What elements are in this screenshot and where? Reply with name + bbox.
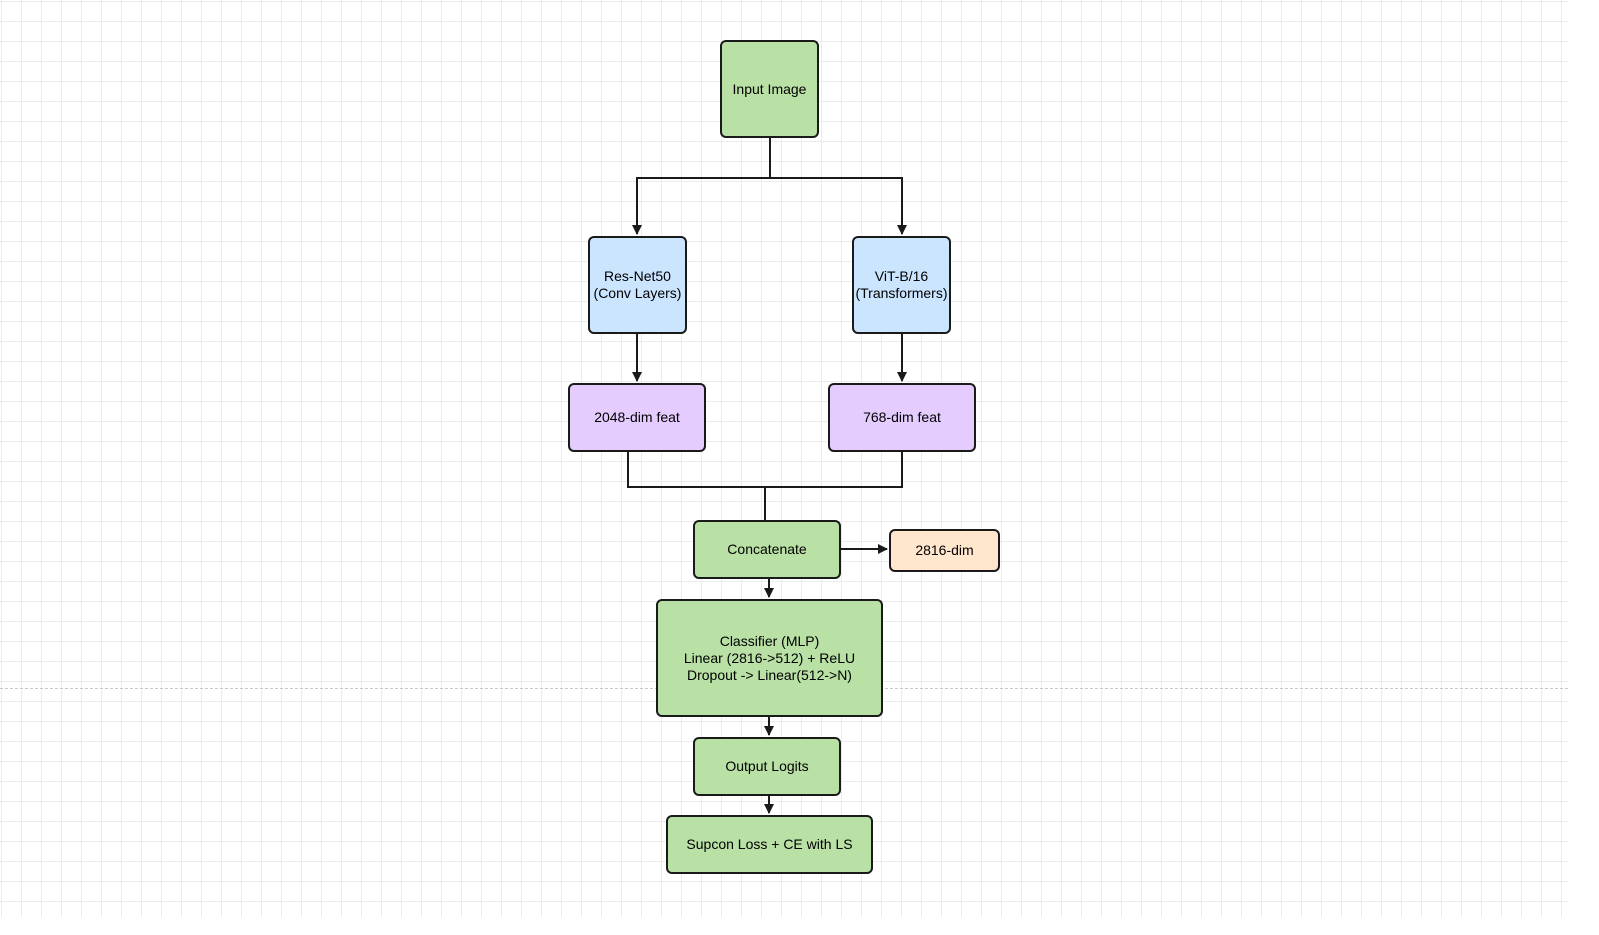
edge-feat768-to-concat[interactable]	[765, 452, 903, 488]
node-2048-dim-feat-label: 2048-dim feat	[594, 409, 680, 425]
node-output-logits-label: Output Logits	[725, 758, 809, 774]
edge-input-to-resnet[interactable]	[632, 138, 771, 235]
node-input-image[interactable]: Input Image	[720, 40, 819, 138]
node-concatenate[interactable]: Concatenate	[693, 520, 841, 579]
node-resnet50[interactable]: Res-Net50 (Conv Layers)	[588, 236, 687, 334]
node-concatenate-label: Concatenate	[727, 541, 807, 557]
node-loss-label: Supcon Loss + CE with LS	[686, 836, 853, 852]
node-resnet50-label: Res-Net50 (Conv Layers)	[593, 268, 682, 301]
node-output-logits[interactable]: Output Logits	[693, 737, 841, 796]
node-vit-b16[interactable]: ViT-B/16 (Transformers)	[852, 236, 951, 334]
node-768-dim-feat-label: 768-dim feat	[863, 409, 941, 425]
diagram-canvas[interactable]: Input Image Res-Net50 (Conv Layers) ViT-…	[0, 0, 1568, 917]
node-vit-b16-label: ViT-B/16 (Transformers)	[855, 268, 948, 301]
connector-layer	[627, 138, 907, 814]
edge-input-to-vit[interactable]	[770, 177, 907, 235]
node-input-image-label: Input Image	[732, 80, 807, 97]
node-classifier-mlp[interactable]: Classifier (MLP) Linear (2816->512) + Re…	[656, 599, 883, 717]
node-loss[interactable]: Supcon Loss + CE with LS	[666, 815, 873, 874]
node-768-dim-feat[interactable]: 768-dim feat	[828, 383, 976, 452]
node-classifier-mlp-label: Classifier (MLP) Linear (2816->512) + Re…	[683, 632, 856, 683]
node-2048-dim-feat[interactable]: 2048-dim feat	[568, 383, 706, 452]
edge-feat2048-to-concat[interactable]	[627, 452, 766, 520]
node-2816-dim-label: 2816-dim	[915, 542, 974, 558]
node-2816-dim[interactable]: 2816-dim	[889, 529, 1000, 572]
